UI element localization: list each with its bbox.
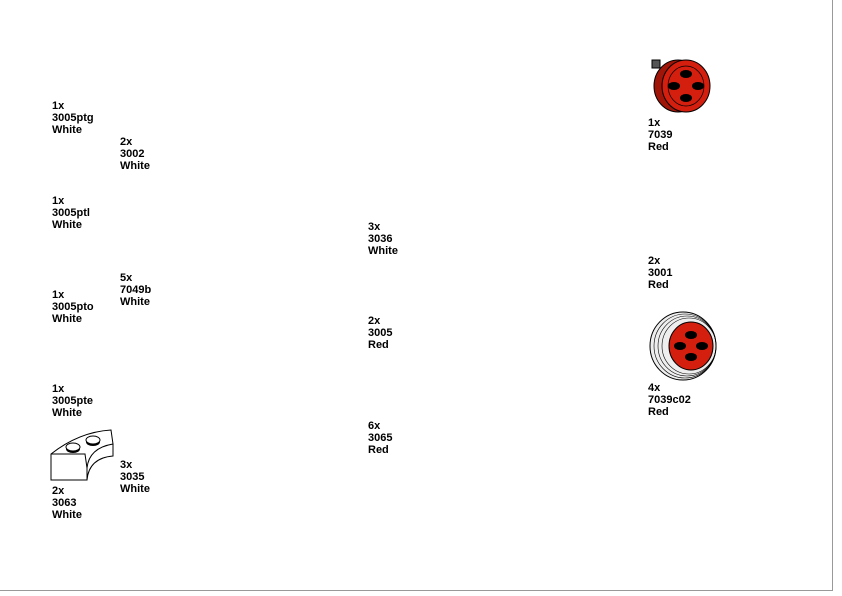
part-id: 3063 [52, 497, 77, 509]
part-color: White [52, 509, 82, 521]
part-qty: 1x [52, 383, 65, 395]
part-color: Red [648, 279, 669, 291]
part-qty: 3x [120, 459, 133, 471]
part-qty: 2x [368, 315, 381, 327]
part-color: White [52, 124, 82, 136]
part-id: 3002 [120, 148, 145, 160]
part-color: White [120, 296, 150, 308]
part-qty: 2x [52, 485, 65, 497]
part-id: 3005pte [52, 395, 93, 407]
part-id: 3005pto [52, 301, 94, 313]
part-qty: 6x [368, 420, 381, 432]
part-id: 3001 [648, 267, 673, 279]
decal-letter: L [46, 133, 58, 154]
part-color: White [120, 160, 150, 172]
part-qty: 1x [52, 100, 65, 112]
part-color: White [368, 245, 398, 257]
part-id: 3005ptl [52, 207, 90, 219]
part-id: 7039 [648, 129, 673, 141]
part-qty: 5x [120, 272, 133, 284]
part-color: White [52, 407, 82, 419]
part-color: Red [368, 339, 389, 351]
part-qty: 2x [648, 255, 661, 267]
part-qty: 1x [52, 195, 65, 207]
decal-letter: O [45, 226, 60, 247]
decal-letter: G [45, 40, 60, 61]
decal-letter: E [46, 320, 60, 341]
part-color: White [52, 313, 82, 325]
part-qty: 2x [120, 136, 133, 148]
part-qty: 3x [368, 221, 381, 233]
part-id: 3005ptg [52, 112, 94, 124]
part-color: Red [648, 406, 669, 418]
part-qty: 1x [52, 289, 65, 301]
page-border-right [832, 0, 833, 591]
curved-brick-icon [50, 429, 114, 481]
part-color: Red [368, 444, 389, 456]
part-id: 3036 [368, 233, 393, 245]
part-color: Red [648, 141, 669, 153]
part-id: 3065 [368, 432, 393, 444]
part-id: 3005 [368, 327, 393, 339]
part-color: White [52, 219, 82, 231]
part-qty: 4x [648, 382, 661, 394]
wheel-hub-icon [651, 59, 711, 113]
part-qty: 1x [648, 117, 661, 129]
wheel-with-tire-icon [649, 311, 717, 381]
page-border-bottom [0, 590, 833, 591]
part-id: 7049b [120, 284, 152, 296]
part-id: 7039c02 [648, 394, 691, 406]
part-id: 3035 [120, 471, 145, 483]
part-color: White [120, 483, 150, 495]
